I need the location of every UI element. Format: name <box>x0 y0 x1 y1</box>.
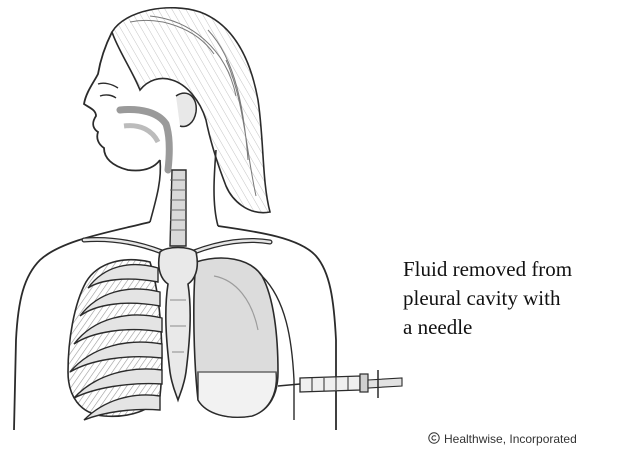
copyright-text: Healthwise, Incorporated <box>444 432 577 446</box>
syringe <box>278 370 402 398</box>
ear <box>176 93 196 126</box>
syringe-plunger <box>368 378 402 388</box>
pleural-fluid <box>198 372 276 417</box>
trachea <box>170 170 186 246</box>
syringe-barrel <box>300 376 360 392</box>
diagram-caption: Fluid removed from pleural cavity with a… <box>403 255 628 342</box>
sternum <box>159 248 198 401</box>
caption-line-2: pleural cavity with <box>403 284 628 313</box>
copyright-notice: Healthwise, Incorporated <box>428 432 577 446</box>
needle <box>278 384 300 386</box>
caption-line-1: Fluid removed from <box>403 255 628 284</box>
copyright-icon <box>428 432 440 444</box>
caption-line-3: a needle <box>403 313 628 342</box>
